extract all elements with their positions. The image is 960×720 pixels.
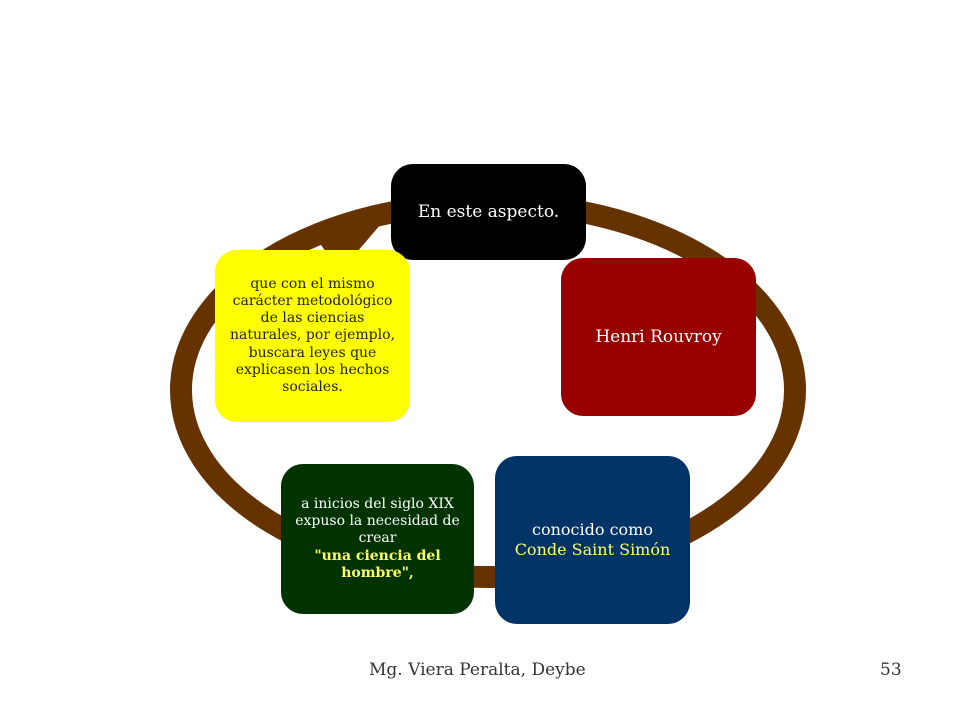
cycle-step-top: En este aspecto. [391,164,586,260]
cycle-step-bottom-right-highlight: Conde Saint Simón [514,540,671,559]
cycle-step-right-text: Henri Rouvroy [595,326,722,347]
cycle-step-bottom-left-highlight: "una ciencia del hombre", [314,547,441,581]
cycle-step-bottom-right-text: conocido como [532,520,653,540]
cycle-step-left-text: que con el mismo carácter metodológico d… [230,276,395,395]
cycle-arrowhead-icon [312,218,386,272]
cycle-step-bottom-left-text: a inicios del siglo XIX expuso la necesi… [295,496,460,547]
cycle-step-top-text: En este aspecto. [417,201,560,222]
cycle-step-right: Henri Rouvroy [561,258,756,416]
footer-author: Mg. Viera Peralta, Deybe [369,660,586,680]
cycle-step-bottom-right: conocido como Conde Saint Simón [495,456,690,624]
cycle-step-left: que con el mismo carácter metodológico d… [215,250,410,422]
page-number: 53 [880,660,902,680]
cycle-step-bottom-left: a inicios del siglo XIX expuso la necesi… [281,464,474,614]
